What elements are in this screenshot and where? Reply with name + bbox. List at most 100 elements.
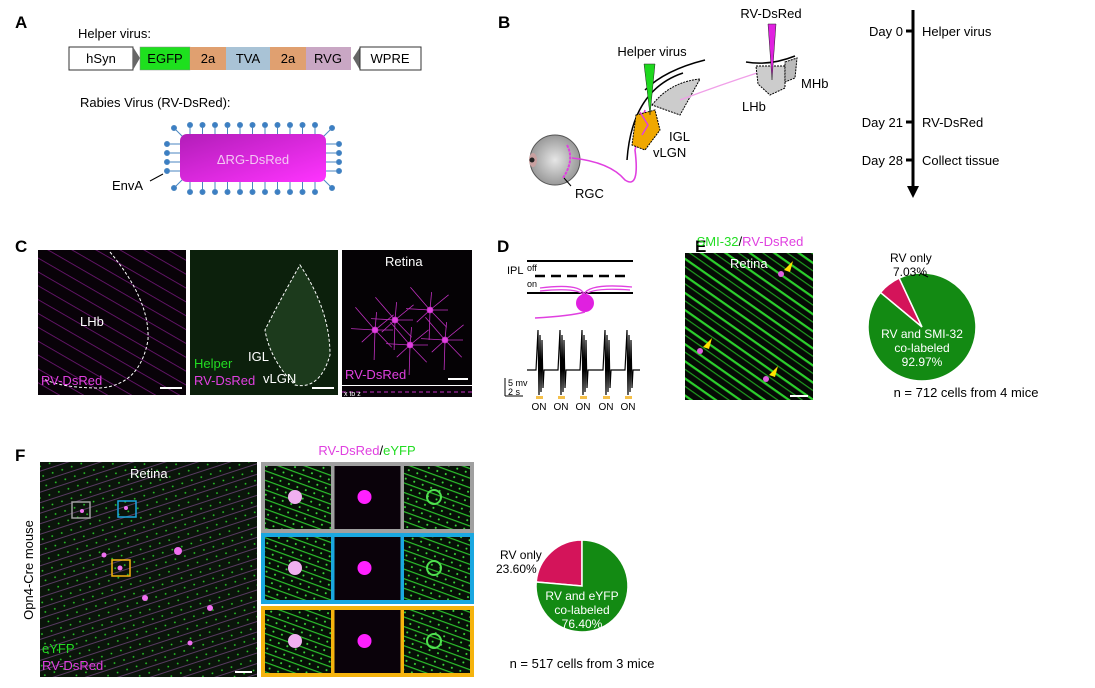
- construct-hsyn: hSyn: [86, 51, 116, 66]
- f-rv-only-pct: 23.60%: [496, 562, 537, 576]
- f-co-label-1: RV and eYFP: [545, 589, 618, 603]
- e-rv-only-pct: 7.03%: [893, 265, 927, 279]
- panel-f: Opn4-Cre mouse Retina eYFP RV-DsRed RV-D…: [21, 443, 654, 677]
- scale-time: 2 s: [508, 387, 521, 397]
- timeline-day: Day 28: [862, 153, 903, 168]
- eye-icon: [529, 134, 581, 186]
- eyfp-inset: [404, 466, 470, 529]
- arrowhead-markers: [703, 261, 793, 377]
- panel-label-b: B: [498, 13, 510, 32]
- eyfp-inset: [404, 537, 470, 600]
- f-co-label-2: co-labeled: [554, 603, 609, 617]
- stim-label: ON: [554, 402, 569, 413]
- light-stimulus-marker: [536, 396, 543, 399]
- timeline-day: Day 0: [869, 24, 903, 39]
- pie-slice-rv-and-eyfp-co-labeled: [535, 539, 629, 633]
- c-rv-label: RV-DsRed: [41, 373, 102, 388]
- rgc-cell: [371, 326, 379, 334]
- on-label: on: [527, 279, 537, 289]
- f-cells: [80, 506, 213, 646]
- scale-voltage: 5 mv: [508, 378, 528, 388]
- lhb-micrograph: [38, 250, 186, 395]
- e-title-green: SMI-32: [697, 234, 739, 249]
- e-title-magenta: RV-DsRed: [742, 234, 803, 249]
- f-co-pct: 76.40%: [562, 617, 603, 631]
- panel-label-c: C: [15, 237, 27, 256]
- c-rv3-label: RV-DsRed: [345, 367, 406, 382]
- f-title-sep: /: [380, 443, 384, 458]
- pie-slice-rv-and-smi-32-co-labeled: [867, 272, 977, 382]
- off-label: off: [527, 263, 537, 273]
- rgc-cell: [391, 316, 399, 324]
- e-n-text: n = 712 cells from 4 mice: [894, 385, 1039, 400]
- panel-label-e: E: [695, 237, 706, 256]
- roi-cyan: [117, 500, 137, 518]
- eyfp-inset: [404, 610, 470, 673]
- f-title-green: eYFP: [383, 443, 416, 458]
- stim-label: ON: [599, 402, 614, 413]
- igl-label: IGL: [669, 129, 690, 144]
- construct-2a: 2a: [201, 51, 216, 66]
- ipl-label: IPL: [507, 265, 524, 277]
- panel-a: Helper virus: hSyn EGFP 2a TVA 2a RVG WP…: [68, 26, 422, 195]
- virus-core: [180, 134, 326, 182]
- f-retina-label: Retina: [130, 466, 168, 481]
- e-co-pct: 92.97%: [902, 355, 943, 369]
- construct-2a: 2a: [281, 51, 296, 66]
- rgc-cell: [406, 341, 414, 349]
- f-legend-rv: RV-DsRed: [42, 658, 103, 673]
- lhb-label: LHb: [742, 99, 766, 114]
- light-stimulus-marker: [580, 396, 587, 399]
- spike-trace: [527, 329, 640, 396]
- f-n-text: n = 517 cells from 3 mice: [510, 656, 655, 671]
- envelope-spikes: [164, 122, 342, 195]
- c-igl-label: IGL: [248, 349, 269, 364]
- e-title-sep: /: [739, 234, 743, 249]
- rv-cells: [697, 271, 784, 382]
- helper-construct: hSyn EGFP 2a TVA 2a RVG WPRE: [68, 46, 422, 71]
- f-legend-eyfp: eYFP: [42, 641, 75, 656]
- construct-rvg: RVG: [314, 51, 342, 66]
- helper-pipette: [643, 63, 656, 116]
- e-rv-only-label: RV only: [890, 251, 932, 265]
- panel-label-a: A: [15, 13, 27, 32]
- light-stimulus-marker: [625, 396, 632, 399]
- rv-pipette: [767, 23, 777, 81]
- c-helper-label: Helper: [194, 356, 233, 371]
- rgc-cell: [426, 306, 434, 314]
- panel-b: RGC Helper virus IGL vLGN RV-DsRed LHb M…: [529, 6, 999, 201]
- rabies-virus-title: Rabies Virus (RV-DsRed):: [80, 95, 231, 110]
- c-rv2-label: RV-DsRed: [194, 373, 255, 388]
- c-retina-label: Retina: [385, 254, 423, 269]
- pie-chart-e: [867, 272, 977, 382]
- timeline-event: Helper virus: [922, 24, 992, 39]
- mhb-label: MHb: [801, 76, 828, 91]
- f-insets-title: RV-DsRed/eYFP: [318, 443, 415, 458]
- e-title: SMI-32/RV-DsRed: [697, 234, 804, 249]
- construct-tva: TVA: [236, 51, 261, 66]
- retina-micrograph: [342, 250, 472, 385]
- stim-label: ON: [532, 402, 547, 413]
- construct-wpre: WPRE: [371, 51, 410, 66]
- f-rv-only-label: RV only: [500, 548, 542, 562]
- e-co-label-1: RV and SMI-32: [881, 327, 963, 341]
- rgc-soma: [576, 294, 594, 312]
- panel-c: LHb RV-DsRed Helper RV-DsRed IGL vLGN Re…: [38, 250, 472, 398]
- construct-egfp: EGFP: [147, 51, 182, 66]
- timeline-event: RV-DsRed: [922, 115, 983, 130]
- enva-label: EnvA: [112, 178, 143, 193]
- stim-label: ON: [621, 402, 636, 413]
- helper-virus-title: Helper virus:: [78, 26, 151, 41]
- e-retina-label: Retina: [730, 256, 768, 271]
- roi-gray: [71, 501, 91, 519]
- timeline-event: Collect tissue: [922, 153, 999, 168]
- timeline-day: Day 21: [862, 115, 903, 130]
- panel-e: SMI-32/RV-DsRed Retina RV only 7.03% RV …: [685, 234, 1038, 400]
- opn4-retina-micrograph: [40, 462, 257, 677]
- virus-core-label: ΔRG-DsRed: [217, 152, 289, 167]
- roi-orange: [111, 559, 131, 577]
- smi32-micrograph: [685, 253, 813, 400]
- c-xz-label: x to z: [344, 391, 361, 398]
